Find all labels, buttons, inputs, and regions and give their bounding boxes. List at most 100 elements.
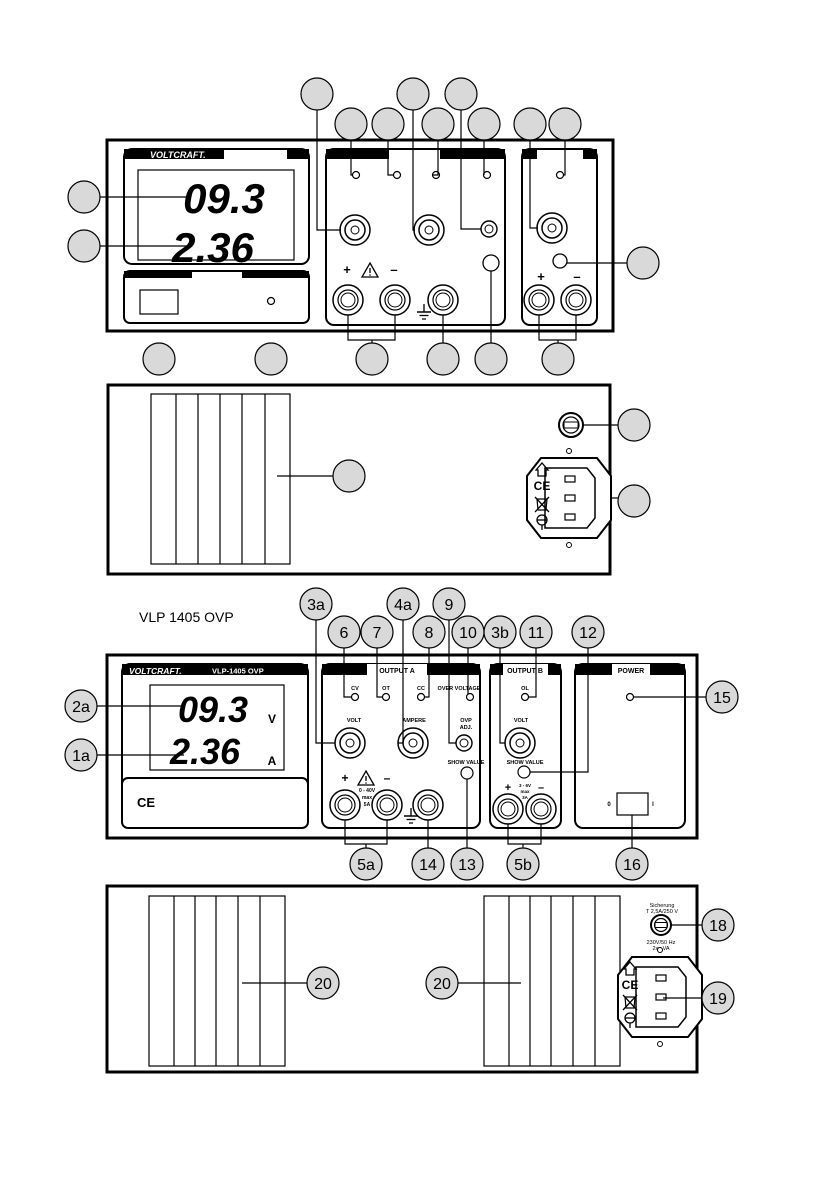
top-callout-ground <box>426 342 460 376</box>
top-rear-leader-lines <box>277 424 618 499</box>
b-plus-label: + <box>505 782 511 794</box>
top-plus-label: + <box>343 262 351 277</box>
top-ovp-adj-knob[interactable] <box>480 220 498 238</box>
top-led-ol <box>555 170 565 180</box>
a-range-line-2: max <box>362 795 372 801</box>
ol-label: OL <box>521 686 529 692</box>
top-power-switch[interactable] <box>139 289 179 315</box>
power-section: POWER 0 I <box>574 663 686 829</box>
svg-text:5b: 5b <box>514 857 532 874</box>
callout-4a: 4a <box>386 587 420 621</box>
top-output-a-section: + – <box>325 148 506 326</box>
top-callout-volt-display <box>67 180 101 214</box>
callout-6: 6 <box>327 615 361 649</box>
model-label: VLP-1405 OVP <box>212 667 264 676</box>
power-off-label: 0 <box>607 802 611 808</box>
fuse-holder[interactable] <box>650 914 672 936</box>
callout-16: 16 <box>615 847 649 881</box>
svg-text:4a: 4a <box>394 597 412 614</box>
show-value-label: SHOW VALUE <box>448 760 485 766</box>
current-readout: 2.36 <box>169 731 241 772</box>
top-callout-ovp-adj <box>444 77 478 111</box>
callout-18: 18 <box>701 908 735 942</box>
callout-19: 19 <box>701 981 735 1015</box>
ovp-adj-knob[interactable] <box>455 734 473 752</box>
terminal-b-plus[interactable] <box>492 793 524 825</box>
top-display-section: VOLTCRAFT. 09.3 2.36 <box>123 148 310 324</box>
top-callout-led-cv <box>334 107 368 141</box>
callout-1a: 1a <box>64 738 98 772</box>
power-switch[interactable] <box>616 792 649 816</box>
callout-11: 11 <box>519 615 553 649</box>
callout-14: 14 <box>411 847 445 881</box>
top-callout-show-value <box>474 342 508 376</box>
svg-text:10: 10 <box>459 625 477 642</box>
display-section: VOLTCRAFT. VLP-1405 OVP 09.3 2.36 V A CE <box>121 663 309 829</box>
svg-text:18: 18 <box>709 918 727 935</box>
output-a-section: OUTPUT A CV OT CC OVER VOLTAGE VOLT AMPE… <box>321 663 485 829</box>
top-rear-mains-socket[interactable] <box>526 447 612 549</box>
top-rear-callout-heatsink <box>332 459 366 493</box>
top-callout-knob-b-volt <box>513 107 547 141</box>
volt-knob[interactable] <box>334 727 366 759</box>
svg-text:9: 9 <box>445 597 454 614</box>
top-ampere-knob[interactable] <box>413 214 445 246</box>
top-terminal-a-plus[interactable] <box>332 284 364 316</box>
top-terminal-b-plus[interactable] <box>523 284 555 316</box>
top-callout-led-cc <box>421 107 455 141</box>
top-show-value-button[interactable] <box>482 254 500 272</box>
volt-unit: V <box>268 712 276 726</box>
top-led-cv <box>351 170 361 180</box>
over-voltage-label: OVER VOLTAGE <box>438 686 481 692</box>
svg-text:15: 15 <box>713 690 731 707</box>
a-minus-label: – <box>384 771 391 785</box>
terminal-a-minus[interactable] <box>371 789 403 821</box>
led-cv <box>350 692 360 702</box>
callout-9: 9 <box>432 587 466 621</box>
top-rear-callout-socket <box>617 484 651 518</box>
top-callout-terminals-b <box>541 342 575 376</box>
show-value-b-label: SHOW VALUE <box>507 760 544 766</box>
fuse-label-2: T 2,5A/250 V <box>646 909 678 915</box>
show-value-b-button[interactable] <box>517 765 531 779</box>
top-callout-knob-a-volt <box>300 77 334 111</box>
svg-text:13: 13 <box>458 857 476 874</box>
bottom-front-panel: VOLTCRAFT. VLP-1405 OVP 09.3 2.36 V A CE… <box>64 587 739 881</box>
top-terminal-b-minus[interactable] <box>560 284 592 316</box>
callout-8: 8 <box>412 615 446 649</box>
top-callout-power-led <box>254 342 288 376</box>
top-terminal-a-minus[interactable] <box>379 284 411 316</box>
top-rear-ce-mark: CE <box>534 479 551 493</box>
top-show-value-b-button[interactable] <box>552 253 568 269</box>
power-title: POWER <box>618 668 644 675</box>
top-front-panel: VOLTCRAFT. 09.3 2.36 + – <box>67 77 660 376</box>
top-rear-heatsink <box>150 393 291 565</box>
ampere-knob-label: AMPERE <box>402 718 426 724</box>
svg-text:5a: 5a <box>357 857 375 874</box>
terminal-b-minus[interactable] <box>525 793 557 825</box>
svg-text:3a: 3a <box>307 597 325 614</box>
top-volt-b-knob[interactable] <box>536 212 568 244</box>
top-power-led <box>266 296 276 306</box>
svg-text:20: 20 <box>314 976 332 993</box>
led-cc <box>416 692 426 702</box>
power-on-label: I <box>652 802 654 808</box>
top-callout-power-switch <box>142 342 176 376</box>
svg-text:14: 14 <box>419 857 437 874</box>
top-volt-knob[interactable] <box>339 214 371 246</box>
show-value-button[interactable] <box>460 766 474 780</box>
model-heading: VLP 1405 OVP <box>139 609 234 625</box>
callout-3a: 3a <box>299 587 333 621</box>
top-callout-led-ov <box>467 107 501 141</box>
volt-b-knob[interactable] <box>504 727 536 759</box>
terminal-a-plus[interactable] <box>329 789 361 821</box>
top-callout-terminals-a <box>355 342 389 376</box>
top-rear-fuse-holder[interactable] <box>558 412 584 438</box>
svg-text:1a: 1a <box>72 748 90 765</box>
voltage-readout: 09.3 <box>178 689 248 730</box>
brand-logo: VOLTCRAFT. <box>129 666 182 676</box>
rear-ce-mark: CE <box>622 978 639 992</box>
callout-15: 15 <box>705 680 739 714</box>
top-terminal-ground[interactable] <box>427 284 459 316</box>
